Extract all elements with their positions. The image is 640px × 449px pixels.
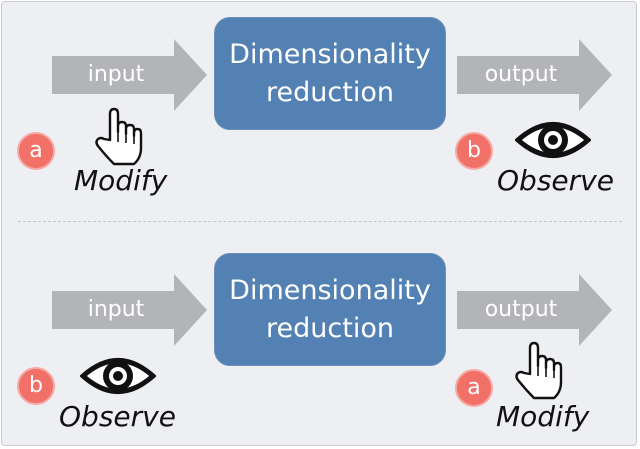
input-arrow: input xyxy=(52,39,207,111)
dimensionality-reduction-box: Dimensionality reduction xyxy=(214,253,446,366)
output-label: output xyxy=(484,62,558,87)
caption-right: Observe xyxy=(497,164,614,197)
panel-divider xyxy=(18,221,622,222)
input-label: input xyxy=(87,297,145,322)
output-arrow: output xyxy=(457,274,612,346)
input-label: input xyxy=(87,62,145,87)
box-title-line2: reduction xyxy=(266,312,394,344)
dimensionality-reduction-box: Dimensionality reduction xyxy=(214,17,446,130)
eye-icon xyxy=(514,117,592,167)
hand-pointer-icon xyxy=(512,340,564,406)
box-title-line1: Dimensionality xyxy=(229,38,431,70)
caption-left: Observe xyxy=(59,400,176,433)
top-panel: input Dimensionality reduction output a … xyxy=(2,2,636,224)
badge-left: a xyxy=(17,132,55,170)
caption-right: Modify xyxy=(496,400,590,433)
input-arrow: input xyxy=(52,274,207,346)
caption-left: Modify xyxy=(74,164,168,197)
box-title-line1: Dimensionality xyxy=(229,274,431,306)
output-arrow: output xyxy=(457,39,612,111)
badge-left: b xyxy=(17,367,55,405)
output-label: output xyxy=(484,297,558,322)
hand-pointer-icon xyxy=(92,106,144,172)
box-title-line2: reduction xyxy=(266,76,394,108)
badge-right: b xyxy=(455,132,493,170)
eye-icon xyxy=(79,353,157,403)
badge-right: a xyxy=(455,369,493,407)
bottom-panel: input Dimensionality reduction output b … xyxy=(2,224,636,445)
